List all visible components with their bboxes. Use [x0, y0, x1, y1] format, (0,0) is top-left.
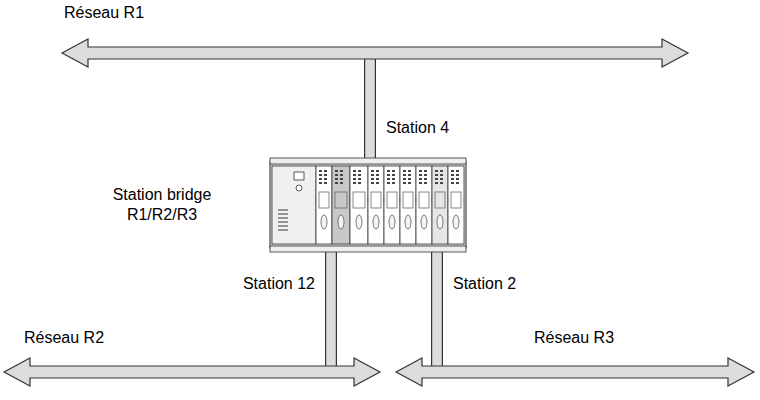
bus-arrow [4, 358, 380, 386]
double-arrow [396, 358, 754, 386]
station-number: Station 12 [243, 274, 315, 294]
network-label: Réseau R2 [24, 328, 400, 348]
bridge-station: Station bridge R1/R2/R3 [270, 158, 466, 252]
network-label: Réseau R3 [534, 328, 760, 348]
station-link [370, 58, 371, 158]
network-bus: Réseau R1 [62, 39, 688, 67]
plc-illustration [270, 158, 466, 252]
station-label-holder: Station 12 [243, 274, 315, 294]
station-label-holder: Station 2 [453, 274, 516, 294]
network-label: Station bridge R1/R2/R3 [103, 185, 221, 225]
double-arrow [4, 358, 380, 386]
link-body [432, 252, 442, 367]
station-label-holder: Station 4 [386, 118, 449, 138]
double-arrow [62, 39, 688, 67]
station-number: Station 4 [386, 118, 449, 138]
station-number: Station 2 [453, 274, 516, 294]
plc-rack [270, 158, 466, 252]
link-outline [325, 252, 337, 367]
bus-arrow [396, 358, 754, 386]
network-bus: Réseau R3 [396, 358, 754, 386]
link-outline [431, 252, 443, 367]
link-body [326, 252, 336, 367]
network-bus: Réseau R2 [4, 358, 380, 386]
station-link [331, 252, 332, 367]
link-body [365, 58, 375, 158]
bus-arrow [62, 39, 688, 67]
link-outline [364, 58, 376, 158]
network-label: Réseau R1 [64, 3, 690, 23]
station-link [437, 252, 438, 367]
